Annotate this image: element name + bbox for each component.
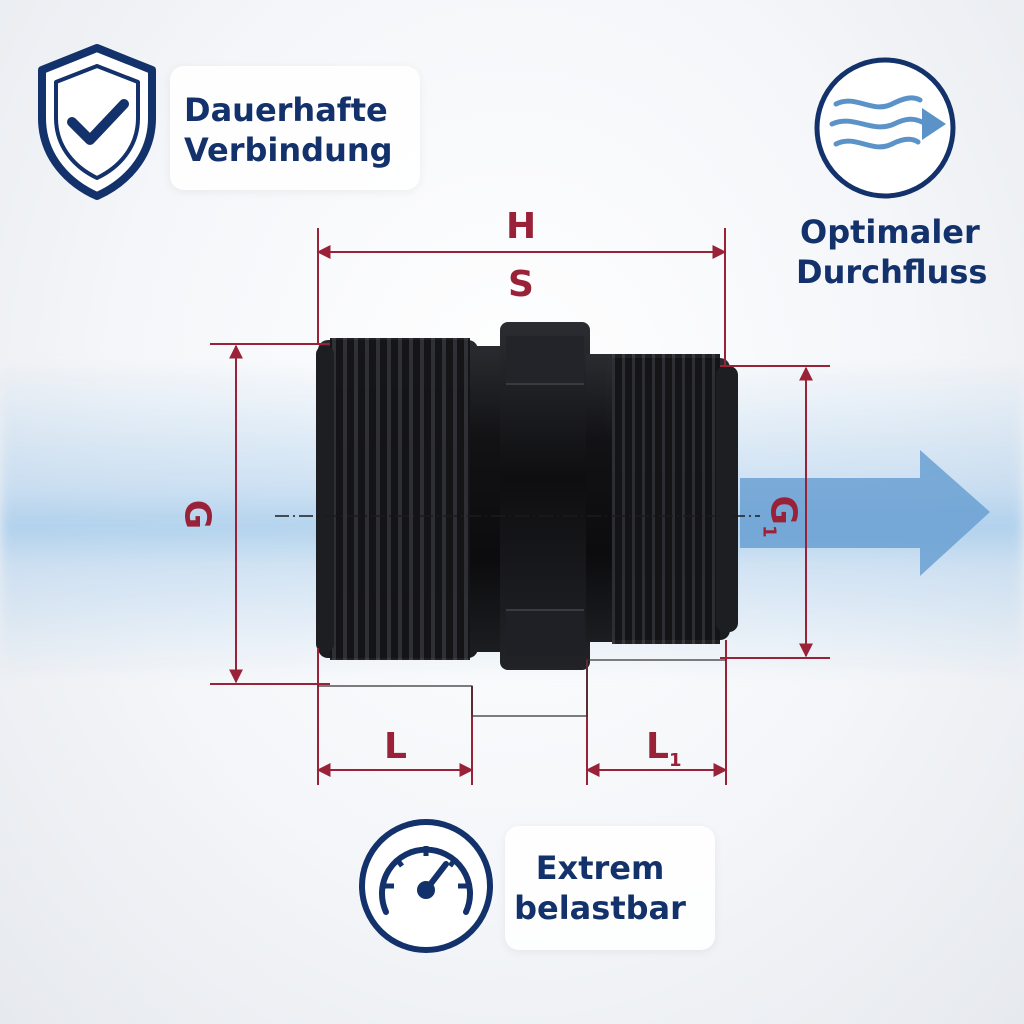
dimension-h-label: H [506, 206, 537, 247]
dimension-s-label: S [508, 264, 534, 305]
dimension-g-label: G [176, 499, 218, 530]
dimension-g1-text: G [762, 495, 804, 526]
water-flow-background [0, 360, 1024, 680]
feature-connection-line1: Dauerhafte [184, 91, 388, 129]
feature-load-line1: Extrem [535, 849, 665, 887]
feature-load-card [505, 826, 715, 950]
dimension-l1-label: L1 [646, 726, 681, 771]
dimension-g1-label: G1 [758, 496, 803, 538]
dimension-l-label: L [384, 726, 407, 767]
feature-connection-card [170, 66, 420, 190]
feature-flow-line2: Durchfluss [796, 253, 988, 291]
feature-flow-line1: Optimaler [800, 213, 980, 251]
feature-connection-line2: Verbindung [184, 131, 393, 169]
dimension-g1-subscript: 1 [758, 525, 780, 538]
dimension-l1-text: L [646, 726, 669, 767]
dimension-l1-subscript: 1 [668, 750, 682, 772]
feature-load-line2: belastbar [514, 889, 686, 927]
